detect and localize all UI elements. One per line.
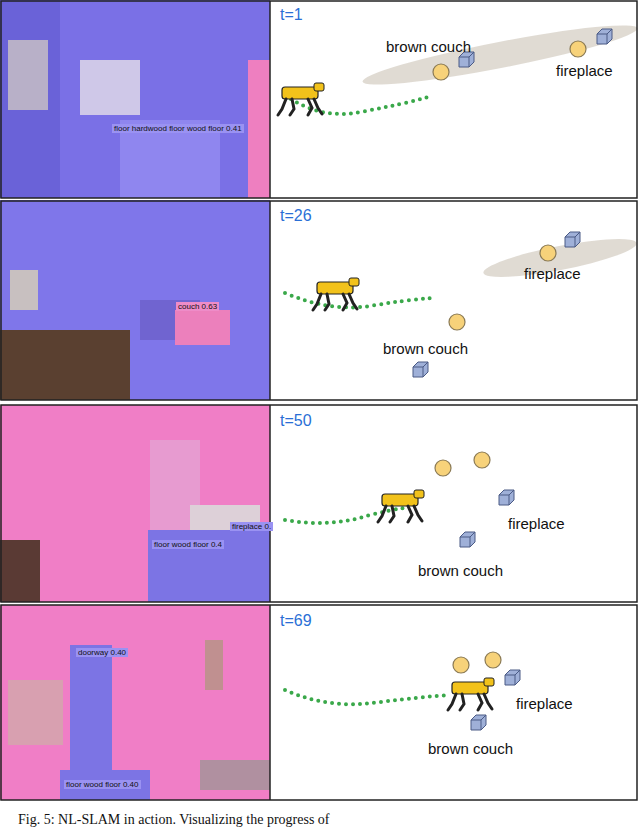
time-step: t=50 <box>280 412 312 430</box>
landmark-label: fireplace <box>508 515 565 532</box>
landmark-label: brown couch <box>418 562 503 579</box>
detection-label: fireplace 0. <box>230 522 273 531</box>
detection-label: floor hardwood floor wood floor 0.41 <box>112 124 244 133</box>
figure-caption: Fig. 5: NL-SLAM in action. Visualizing t… <box>18 812 330 828</box>
landmark-label: fireplace <box>556 62 613 79</box>
landmark-label: brown couch <box>383 340 468 357</box>
landmark-label: brown couch <box>386 38 471 55</box>
time-step: t=26 <box>280 207 312 225</box>
detection-label: floor wood floor 0.40 <box>64 780 141 789</box>
time-step: t=1 <box>280 6 303 24</box>
detection-label: doorway 0.40 <box>76 648 128 657</box>
landmark-label: brown couch <box>428 740 513 757</box>
landmark-label: fireplace <box>516 695 573 712</box>
detection-label: couch 0.63 <box>176 302 219 311</box>
detection-label: floor wood floor 0.4 <box>152 540 224 549</box>
time-step: t=69 <box>280 612 312 630</box>
landmark-label: fireplace <box>524 265 581 282</box>
